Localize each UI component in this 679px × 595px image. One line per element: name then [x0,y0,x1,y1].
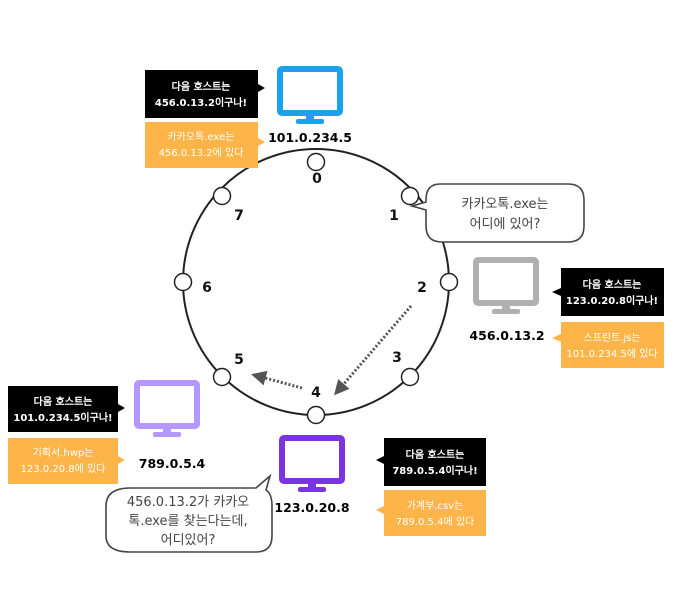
ring-dot-6 [173,272,193,292]
file-note-2-line1: 스프린트.js는 [583,332,640,344]
query-bubble-line1: 카카오톡.exe는 [462,197,549,212]
lookup-arrow-2-to-4 [334,305,413,396]
ring-label-0: 0 [312,171,322,187]
query-bubble-line2: 어디에 있어? [470,217,541,232]
ring-label-6: 6 [202,280,212,296]
next-host-note-0: 다음 호스트는 456.0.13.2이구나! [145,70,265,118]
file-note-5: 기획서.hwp는 123.0.20.8에 있다 [8,438,125,484]
next-host-note-4-line2: 789.0.5.4이구나! [392,464,477,477]
host-node-4: 123.0.20.8 다음 호스트는 789.0.5.4이구나! 가계부.csv… [274,435,486,536]
host-ip-5: 789.0.5.4 [139,456,206,471]
file-note-2-line2: 101.0.234.5에 있다 [566,348,657,360]
ring-dot-4 [306,405,326,425]
next-host-note-4: 다음 호스트는 789.0.5.4이구나! [376,438,486,486]
ring-dot-3 [400,367,420,387]
next-host-note-2-line1: 다음 호스트는 [583,278,642,291]
next-host-note-4-line1: 다음 호스트는 [406,448,465,461]
host-ip-2: 456.0.13.2 [469,328,544,343]
monitor-icon-blue [277,66,343,124]
ring-label-2: 2 [417,280,427,296]
ring-dot-1 [400,186,420,206]
file-note-5-line2: 123.0.20.8에 있다 [21,463,106,475]
file-note-4: 가계부.csv는 789.0.5.4에 있다 [376,490,486,536]
monitor-icon-purple [279,435,345,492]
ring-dot-0 [306,152,326,172]
ring-label-1: 1 [389,208,399,224]
host-node-0: 101.0.234.5 다음 호스트는 456.0.13.2이구나! 카카오톡.… [145,66,352,168]
file-note-4-line2: 789.0.5.4에 있다 [396,516,475,528]
ring-label-3: 3 [392,350,402,366]
host-node-2: 456.0.13.2 다음 호스트는 123.0.20.8이구나! 스프린트.j… [469,257,664,368]
forward-bubble-line3: 어디있어? [161,533,216,548]
host-node-5: 789.0.5.4 다음 호스트는 101.0.234.5이구나! 기획서.hw… [8,380,206,484]
forward-bubble-line2: 톡.exe를 찾는다는데, [128,514,247,529]
ring-label-5: 5 [234,352,244,368]
forward-speech-bubble: 456.0.13.2가 카카오 톡.exe를 찾는다는데, 어디있어? [105,473,273,553]
query-speech-bubble: 카카오톡.exe는 어디에 있어? [409,183,585,243]
ring-label-4: 4 [311,385,321,401]
next-host-note-2-line2: 123.0.20.8이구나! [566,294,658,307]
lookup-arrow-4-to-5 [251,370,303,390]
monitor-icon-gray [473,257,539,314]
host-ip-4: 123.0.20.8 [274,500,349,515]
file-note-2: 스프린트.js는 101.0.234.5에 있다 [552,322,664,368]
next-host-note-0-line1: 다음 호스트는 [172,80,231,93]
file-note-4-line1: 가계부.csv는 [407,500,464,512]
file-note-5-line1: 기획서.hwp는 [33,447,94,459]
host-ip-0: 101.0.234.5 [268,130,352,145]
ring-label-7: 7 [234,208,244,224]
next-host-note-5-line1: 다음 호스트는 [34,395,93,408]
next-host-note-0-line2: 456.0.13.2이구나! [155,96,247,109]
file-note-0-line2: 456.0.13.2에 있다 [159,147,244,159]
monitor-icon-lavender [134,380,200,437]
ring-dot-5 [212,367,232,387]
ring-dot-2 [439,272,459,292]
file-note-0-line1: 카카오톡.exe는 [168,131,235,143]
next-host-note-5-line2: 101.0.234.5이구나! [13,411,112,424]
next-host-note-5: 다음 호스트는 101.0.234.5이구나! [8,386,125,432]
next-host-note-2: 다음 호스트는 123.0.20.8이구나! [552,268,664,316]
forward-bubble-line1: 456.0.13.2가 카카오 [127,495,249,510]
ring-nodes [173,152,459,425]
ring-dot-7 [212,186,232,206]
file-note-0: 카카오톡.exe는 456.0.13.2에 있다 [145,122,265,168]
